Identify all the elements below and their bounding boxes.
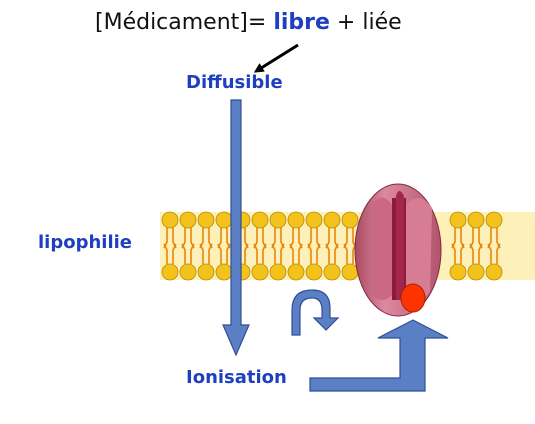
lipid-head [215,211,233,229]
lipid-head [197,263,215,281]
lipid-head [449,211,467,229]
binding-site [400,283,426,313]
equation-text: [Médicament]= libre + liée [95,10,402,35]
lipid-head [323,211,341,229]
lipid-head [485,211,503,229]
libre-label: libre [273,10,330,35]
lipid-head [449,263,467,281]
lipid-head [269,263,287,281]
lipid-tail [487,228,501,264]
lipid-head [323,263,341,281]
lipophilie-label: lipophilie [38,232,133,253]
lipid-head [179,211,197,229]
lipid-tail [451,228,465,264]
diffusible-label: Diffusible [186,72,283,93]
lipid-tail [271,228,285,264]
lipid-head [305,263,323,281]
lipid-head [485,263,503,281]
lipid-head [197,211,215,229]
bent-arrow [309,319,449,392]
ionisation-label: Ionisation [186,367,287,388]
lipid-tail [325,228,339,264]
lipid-head [179,263,197,281]
curved-arrow-icon [291,289,340,336]
lipid-tail [469,228,483,264]
lipid-head [161,263,179,281]
lipid-head [251,263,269,281]
lipid-head [269,211,287,229]
lipid-tail [199,228,213,264]
lipid-head [341,211,359,229]
lipid-tail [289,228,303,264]
lipid-head [305,211,323,229]
lipid-head [467,211,485,229]
lipid-tail [253,228,267,264]
lipid-head [161,211,179,229]
channel-protein [354,183,442,317]
lipid-head [467,263,485,281]
lipid-tail [343,228,357,264]
lipid-head [341,263,359,281]
lipid-head [251,211,269,229]
down-arrow [222,99,250,357]
lipid-head [215,263,233,281]
lipid-head [287,211,305,229]
lipid-tail [181,228,195,264]
lipid-head [287,263,305,281]
black-arrow-icon [253,43,299,73]
lipid-tail [163,228,177,264]
lipid-tail [217,228,231,264]
lipid-tail [307,228,321,264]
